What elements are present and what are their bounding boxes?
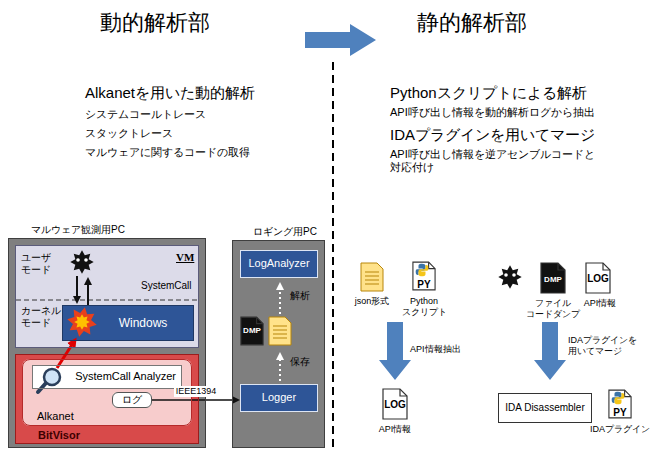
- analyze-arrow: [279, 284, 281, 314]
- log-icon: [586, 263, 610, 293]
- node-label: Logger: [262, 391, 296, 404]
- icon-caption: IDAプラグイン: [585, 424, 655, 435]
- dump-icon: [241, 317, 263, 345]
- node-fill: [8, 238, 206, 448]
- process-box: Logger: [240, 384, 318, 412]
- os-box: Windows: [62, 305, 194, 341]
- process-arrow: [379, 322, 411, 380]
- node-label: BitVisor: [38, 429, 80, 442]
- analyzer-box: SystemCall Analyzer: [32, 365, 182, 389]
- flow-arrow: [305, 24, 376, 56]
- icon-text: DMP: [240, 326, 264, 336]
- node-fill: [232, 240, 325, 448]
- icon-text: DMP: [540, 275, 566, 285]
- node-fill: [62, 305, 194, 341]
- node-label: Alkanet: [37, 410, 74, 423]
- node-fill: [498, 393, 592, 423]
- node-label: カーネル モード: [21, 305, 67, 329]
- node-fill: [240, 384, 318, 412]
- explosion-icon: [64, 304, 99, 339]
- node-label: ロギング用PC: [253, 226, 317, 238]
- save-arrow: [279, 354, 281, 381]
- section-heading: 動的解析部: [80, 10, 230, 36]
- mode-separator: [16, 300, 198, 301]
- section-heading: 静的解析部: [397, 10, 547, 36]
- process-box: IDA Disassembler: [498, 393, 592, 423]
- node-label: Windows: [119, 316, 168, 330]
- icon-text: LOG: [585, 273, 611, 285]
- call-arrow: [87, 279, 89, 305]
- node-fill: [112, 392, 152, 408]
- process-box: LogAnalyzer: [240, 250, 318, 278]
- divider-line: [332, 62, 334, 450]
- arrow-label: IDAプラグインを 用いてマージ: [568, 335, 653, 357]
- log-file-icon: [269, 317, 291, 345]
- arrow-head: [232, 396, 240, 404]
- node-fill: [15, 245, 199, 348]
- connectors: [152, 396, 240, 404]
- node-label: IDA Disassembler: [505, 402, 584, 414]
- pc-frame: マルウェア観測用PCVMユーザ モードSystemCallカーネル モードWin…: [8, 238, 206, 448]
- step-label: 解析: [290, 290, 310, 302]
- heading-text: Alkanetを用いた動的解析: [85, 84, 255, 102]
- node-fill: [22, 359, 192, 426]
- node-fill: [32, 365, 182, 389]
- step-label: 保存: [290, 356, 310, 368]
- node-label: マルウェア観測用PC: [31, 224, 125, 236]
- malware-icon: [498, 265, 521, 288]
- icon-text: LOG: [382, 399, 408, 411]
- heading-text: IDAプラグインを用いてマージ: [390, 126, 595, 144]
- node-fill: [240, 250, 318, 278]
- node-label: ログ: [122, 394, 142, 406]
- json-file-icon: [361, 263, 383, 291]
- connector-line: [152, 399, 233, 401]
- heading-text: Pythonスクリプトによる解析: [390, 84, 587, 102]
- node-fill: [15, 354, 199, 444]
- bullet-text: スタックトレース: [85, 127, 173, 140]
- edge-label: IEEE1394: [174, 386, 219, 397]
- icon-caption: API情報: [370, 424, 420, 435]
- malware-icon: [70, 250, 93, 273]
- vm-region: VM ユーザ モード SystemCall カーネル モード Windows: [15, 245, 199, 348]
- icon-caption: API情報: [580, 298, 620, 309]
- node-fills: [8, 238, 592, 448]
- icon-text: PY: [412, 279, 436, 291]
- icon-text: PY: [608, 407, 632, 419]
- node-label: LogAnalyzer: [248, 257, 309, 270]
- illustration: [16, 24, 631, 450]
- node-label: VM: [176, 251, 194, 264]
- dump-icon: [541, 263, 565, 293]
- icon-caption: ファイル コードダンプ: [523, 298, 583, 320]
- bullet-text: マルウェアに関するコードの取得: [85, 146, 250, 159]
- icon-caption: json形式: [347, 296, 397, 307]
- arrow-label: API情報抽出: [410, 344, 461, 355]
- monitor-box: Alkanet SystemCall Analyzer ログ: [22, 359, 192, 426]
- bullet-text: API呼び出し情報を逆アセンブルコードと 対応付け: [390, 148, 625, 174]
- node-label: ユーザ モード: [21, 252, 55, 276]
- node-label: SystemCall: [141, 280, 192, 292]
- bullet-text: システムコールトレース: [85, 108, 206, 121]
- log-box: ログ: [112, 392, 152, 408]
- log-icon: [383, 389, 407, 419]
- bullet-text: API呼び出し情報を動的解析ログから抽出: [390, 106, 595, 119]
- process-arrow: [534, 322, 566, 380]
- hypervisor-box: BitVisor Alkanet SystemCall Analyzer ログ: [15, 354, 199, 444]
- call-arrow: [76, 276, 78, 302]
- python-logo: [416, 264, 429, 277]
- pc-frame: ロギング用PCLogAnalyzerLogger: [232, 240, 325, 448]
- node-label: SystemCall Analyzer: [75, 370, 176, 383]
- icon-caption: Python スクリプト: [399, 296, 449, 318]
- python-logo: [612, 392, 625, 405]
